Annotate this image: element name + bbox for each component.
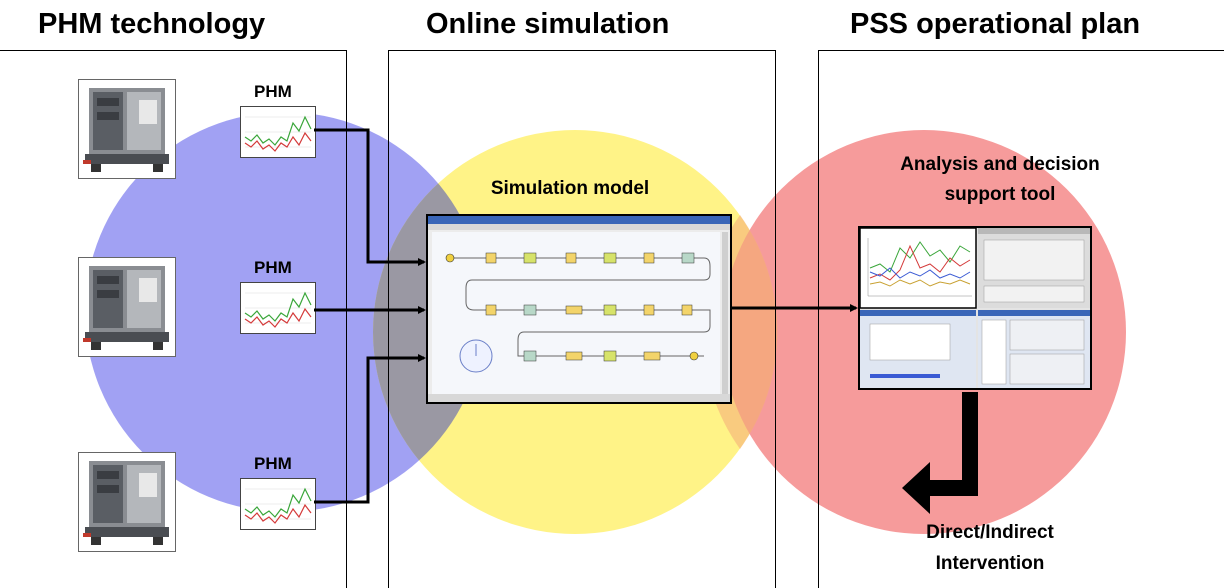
- printing-machine-3: [78, 452, 176, 552]
- phm-chart-icon: [244, 291, 312, 328]
- printing-machine-1: [78, 79, 176, 179]
- middle-panel-left-line: [388, 50, 389, 588]
- intervention-arrow: [902, 392, 978, 514]
- phm-label-1: PHM: [254, 82, 292, 101]
- phm1-to-simulation-arrow: [314, 128, 426, 266]
- phm-chart-thumbnail-3: [240, 478, 316, 530]
- decision-tool-label-line1: Analysis and decision: [900, 154, 1100, 175]
- simulation-window-canvas: [428, 216, 730, 402]
- phm-label-3: PHM: [254, 454, 292, 473]
- phm-chart-icon: [244, 487, 312, 524]
- decision-tool-canvas: [859, 227, 1090, 388]
- intervention-label-line2: Intervention: [935, 553, 1045, 574]
- pss-operational-plan-heading: PSS operational plan: [850, 8, 1141, 40]
- printing-machine-icon: [83, 461, 169, 545]
- left-panel-top-line: [0, 50, 346, 51]
- middle-panel-right-line: [775, 50, 776, 588]
- phm-label-2: PHM: [254, 258, 292, 277]
- middle-panel-top-line: [388, 50, 775, 51]
- printing-machine-2: [78, 257, 176, 357]
- decision-support-tool-screens: [858, 226, 1092, 390]
- phm-chart-thumbnail-1: [240, 106, 316, 158]
- online-simulation-heading: Online simulation: [426, 8, 670, 40]
- intervention-label-line1: Direct/Indirect: [926, 522, 1054, 543]
- simulation-model-label: Simulation model: [490, 178, 650, 199]
- phm-chart-thumbnail-2: [240, 282, 316, 334]
- phm-technology-heading: PHM technology: [38, 8, 266, 40]
- printing-machine-icon: [83, 266, 169, 350]
- decision-tool-label-line2: support tool: [944, 184, 1056, 205]
- phm-chart-icon: [244, 115, 312, 152]
- right-panel-top-line: [818, 50, 1224, 51]
- phm3-to-simulation-arrow: [314, 354, 426, 504]
- left-panel-right-line: [346, 50, 347, 588]
- right-panel-left-line: [818, 50, 819, 588]
- simulation-model-window: [426, 214, 732, 404]
- printing-machine-icon: [83, 88, 169, 172]
